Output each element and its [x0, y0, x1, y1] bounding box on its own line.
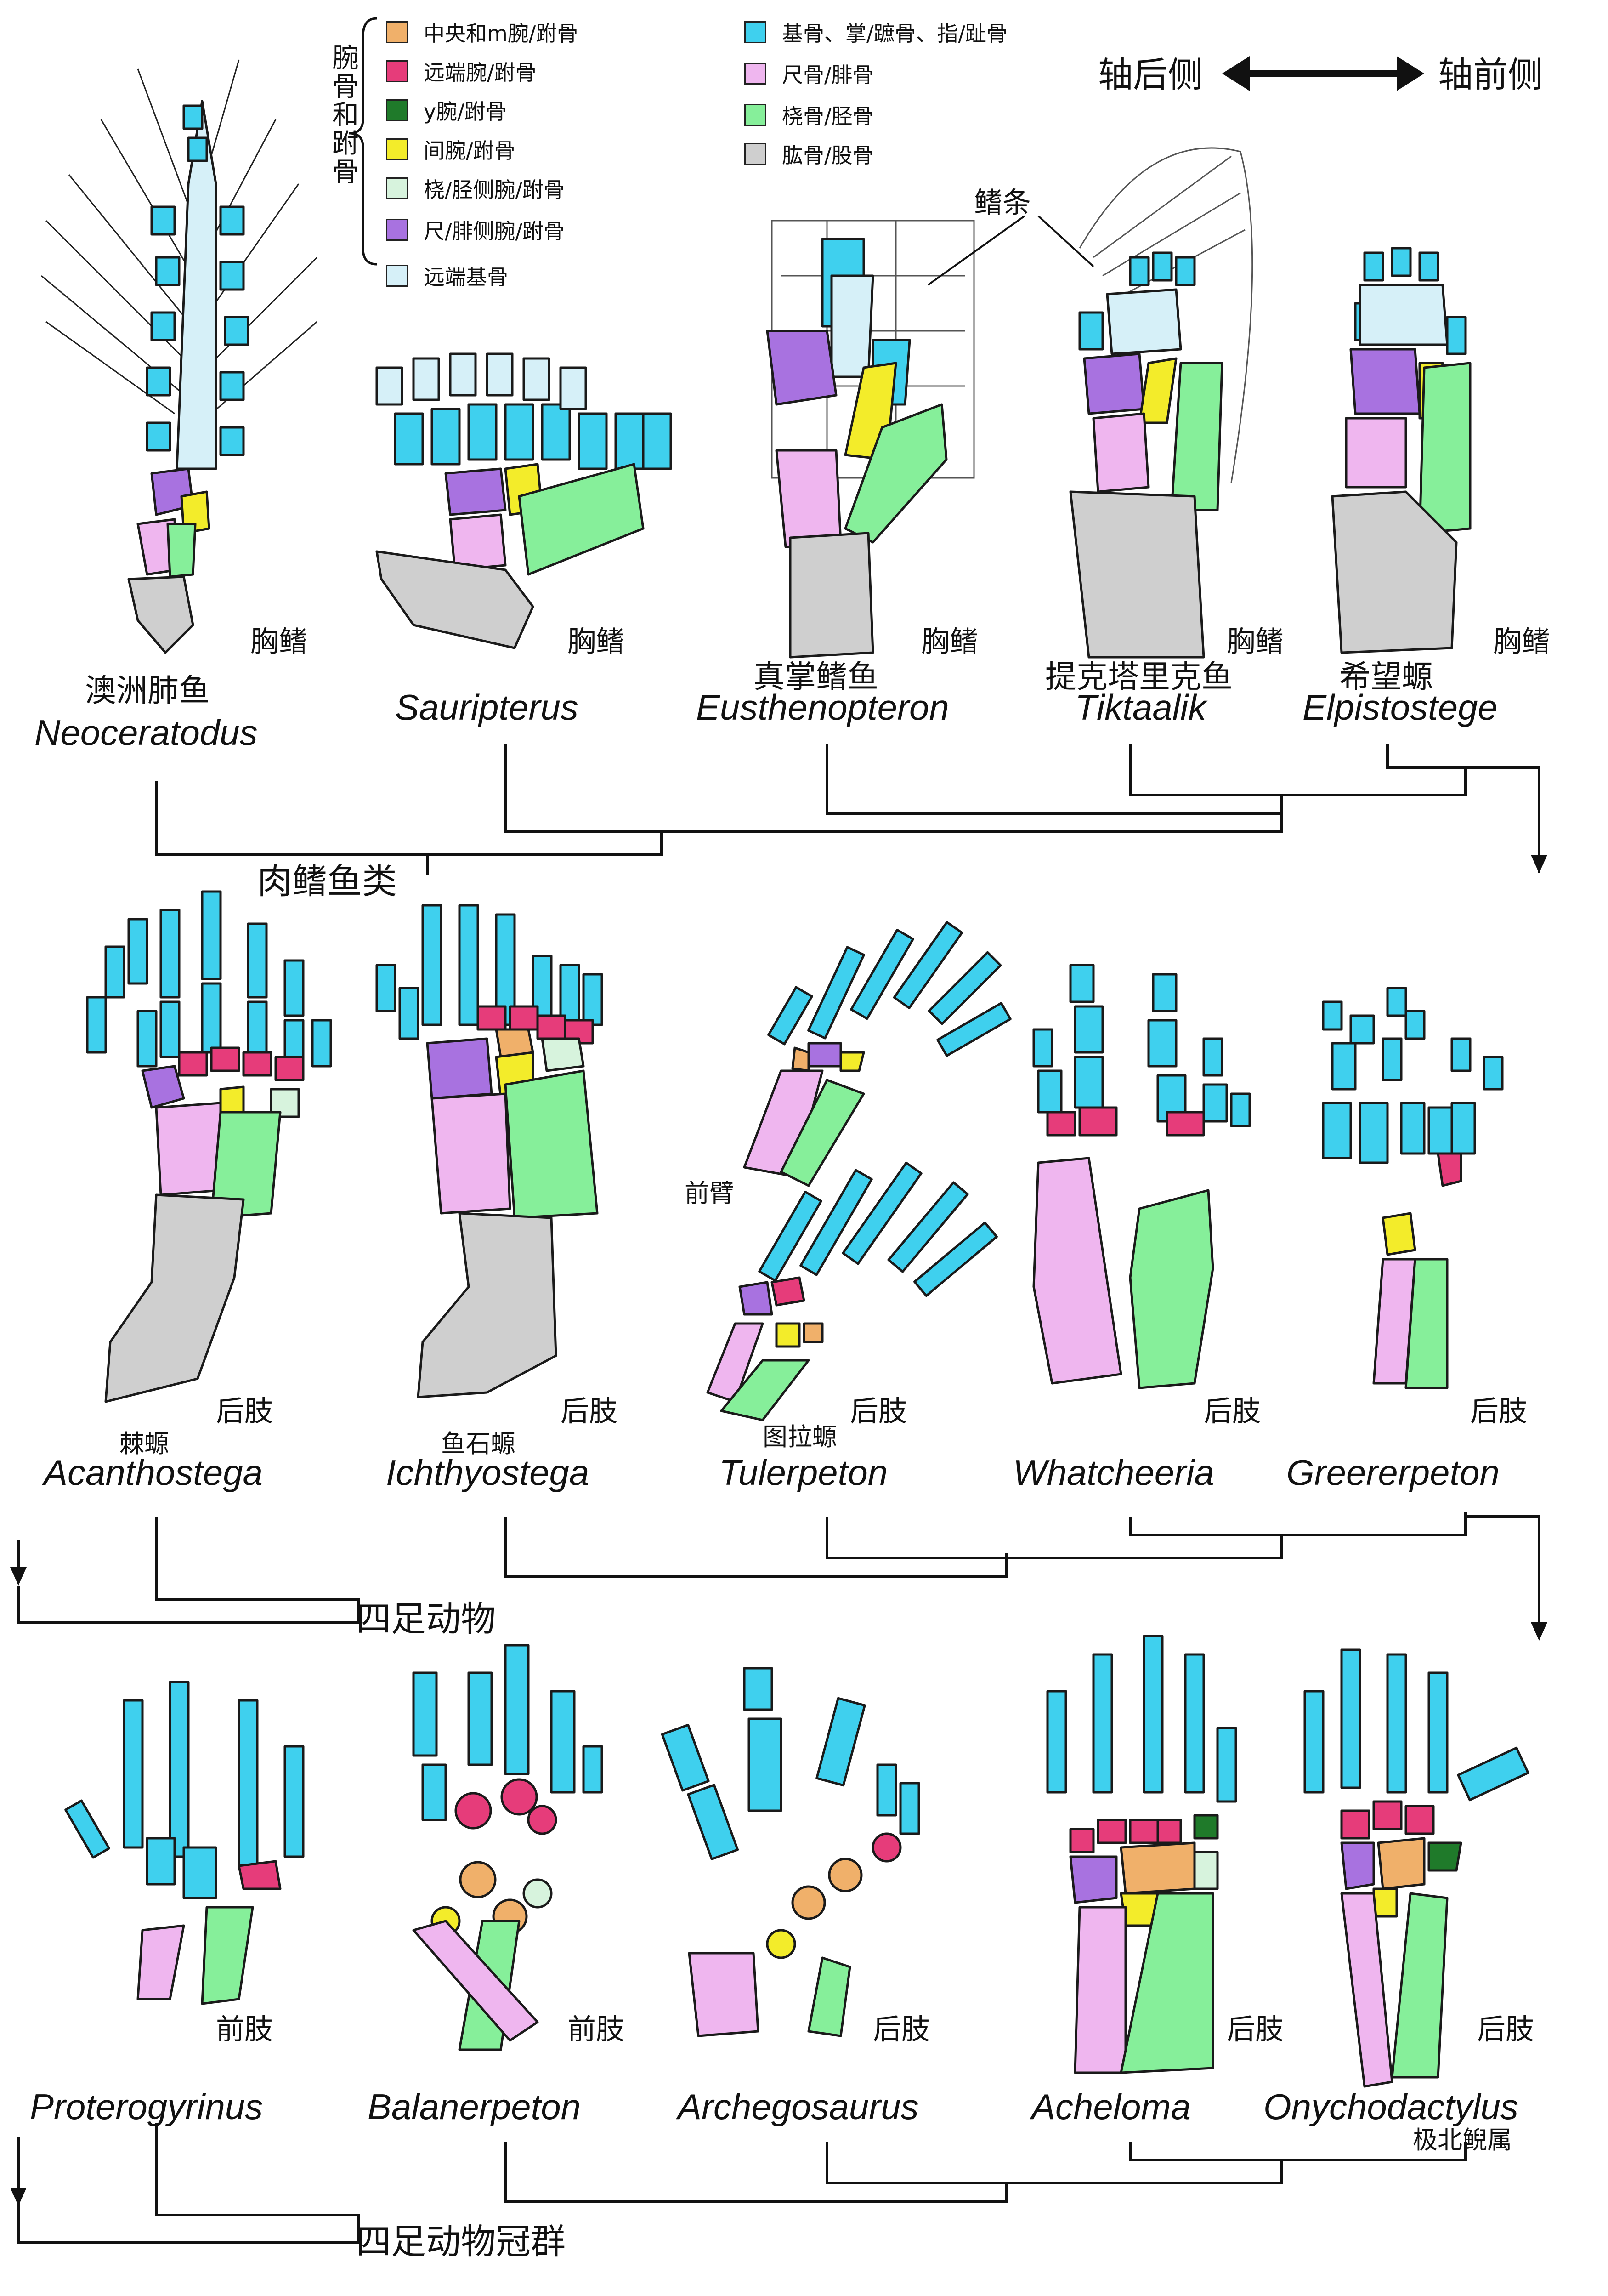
proterogyrinus-limb	[64, 1681, 305, 2005]
taxon-latin: Acheloma	[1031, 2086, 1191, 2127]
legend-swatch	[386, 177, 408, 199]
legend-swatch	[744, 104, 766, 126]
taxon-latin: Archegosaurus	[678, 2086, 919, 2127]
legend-item-radius: 桡骨/胫骨	[744, 101, 874, 129]
element-label: 前肢	[216, 2012, 273, 2046]
element-label: 后肢	[850, 1394, 907, 1428]
taxon-chinese: 希望螈	[1339, 659, 1433, 695]
taxon-latin: Whatcheeria	[1013, 1452, 1214, 1493]
taxon-latin: Neoceratodus	[34, 712, 258, 753]
element-label: 后肢	[561, 1394, 618, 1428]
acanthostega-limb	[86, 890, 332, 1403]
cladogram-row3	[10, 2123, 1467, 2244]
element-label: 后肢	[1204, 1394, 1261, 1428]
cladogram-row1	[155, 744, 1547, 875]
element-label: 前肢	[567, 2012, 625, 2046]
sauripterus-fin	[375, 352, 672, 649]
taxon-chinese: 鱼石螈	[441, 1429, 515, 1458]
onychodactylus-limb	[1303, 1648, 1529, 2088]
legend-bracket	[349, 17, 377, 266]
legend-item-ulnare: 尺/腓侧腕/跗骨	[386, 216, 565, 244]
legend-swatch	[386, 99, 408, 121]
clade-label-tetrapoda: 四足动物	[356, 1598, 496, 1639]
taxon-chinese: 极北鲵属	[1413, 2126, 1512, 2154]
taxon-chinese: 提克塔里克鱼	[1045, 659, 1233, 695]
legend-swatch	[744, 143, 766, 165]
legend-item-distal-carpal: 远端腕/跗骨	[386, 57, 537, 85]
legend-item-digits: 基骨、掌/蹠骨、指/趾骨	[744, 18, 1008, 46]
element-label: 胸鳍	[1493, 625, 1551, 658]
legend-swatch	[386, 219, 408, 241]
element-label: 胸鳍	[567, 625, 625, 658]
taxon-latin: Balanerpeton	[368, 2086, 581, 2127]
fin-ray-leader-1	[927, 215, 1025, 286]
legend-item-intermedium: 间腕/跗骨	[386, 136, 515, 163]
tiktaalik-fin	[1069, 147, 1253, 659]
taxon-chinese: 图拉螈	[763, 1422, 837, 1451]
legend-item-y-carpal: y腕/跗骨	[386, 97, 507, 124]
legend-item-distal-radial: 远端基骨	[386, 262, 508, 290]
legend-swatch	[386, 21, 408, 43]
ichthyostega-limb	[375, 904, 603, 1398]
eusthenopteron-fin	[766, 220, 975, 659]
balanerpeton-limb	[412, 1644, 603, 2051]
legend-swatch	[386, 60, 408, 82]
greererpeton-limb	[1322, 987, 1504, 1389]
fin-ray-label: 鳍条	[974, 186, 1031, 219]
preaxial-label: 轴前侧	[1438, 54, 1543, 95]
acheloma-limb	[1046, 1635, 1237, 2074]
legend-swatch	[744, 63, 766, 85]
legend-item-humerus: 肱骨/股骨	[744, 140, 874, 168]
element-label: 后肢	[873, 2012, 930, 2046]
taxon-latin: Acanthostega	[44, 1452, 263, 1493]
clade-label-sarcopterygii: 肉鳍鱼类	[257, 861, 397, 902]
legend-group-label: 腕骨和跗骨	[328, 44, 359, 186]
postaxial-label: 轴后侧	[1098, 54, 1203, 95]
legend-swatch	[386, 138, 408, 160]
taxon-latin: Elpistostege	[1302, 687, 1498, 727]
axis-double-arrow	[1222, 56, 1424, 91]
archegosaurus-limb	[661, 1667, 920, 2037]
taxon-latin: Tiktaalik	[1075, 687, 1206, 727]
tulerpeton-limbs	[706, 921, 1012, 1421]
elpistostege-fin	[1331, 247, 1472, 654]
element-label: 胸鳍	[921, 625, 979, 658]
legend-item-ulna: 尺骨/腓骨	[744, 60, 874, 87]
neoceratodus-fin	[41, 59, 318, 654]
taxon-latin: Eusthenopteron	[696, 687, 949, 727]
taxon-chinese: 澳洲肺鱼	[85, 673, 210, 709]
taxon-latin: Sauripterus	[395, 687, 578, 727]
element-label: 后肢	[1470, 1394, 1528, 1428]
fin-ray-leader-2	[1037, 215, 1094, 267]
whatcheeria-limb	[1032, 964, 1251, 1389]
element-label: 后肢	[216, 1394, 273, 1428]
clade-label-crown-tetrapoda: 四足动物冠群	[356, 2221, 566, 2262]
taxon-chinese: 棘螈	[119, 1429, 169, 1458]
taxon-latin: Onychodactylus	[1263, 2086, 1518, 2127]
taxon-latin: Greererpeton	[1286, 1452, 1500, 1493]
taxon-latin: Proterogyrinus	[30, 2086, 263, 2127]
taxon-latin: Ichthyostega	[386, 1452, 589, 1493]
element-label: 后肢	[1227, 2012, 1284, 2046]
element-label: 后肢	[1477, 2012, 1534, 2046]
taxon-latin: Tulerpeton	[719, 1452, 888, 1493]
legend-item-central-carpal: 中央和m腕/跗骨	[386, 18, 578, 46]
taxon-chinese: 真掌鳍鱼	[753, 659, 879, 695]
legend-swatch	[386, 265, 408, 287]
legend-item-radiale: 桡/胫侧腕/跗骨	[386, 175, 565, 202]
legend-swatch	[744, 21, 766, 43]
element-label: 胸鳍	[1227, 625, 1284, 658]
element-label: 胸鳍	[250, 625, 308, 658]
forearm-label: 前臂	[685, 1179, 734, 1208]
cladogram-row2	[10, 1512, 1547, 1641]
